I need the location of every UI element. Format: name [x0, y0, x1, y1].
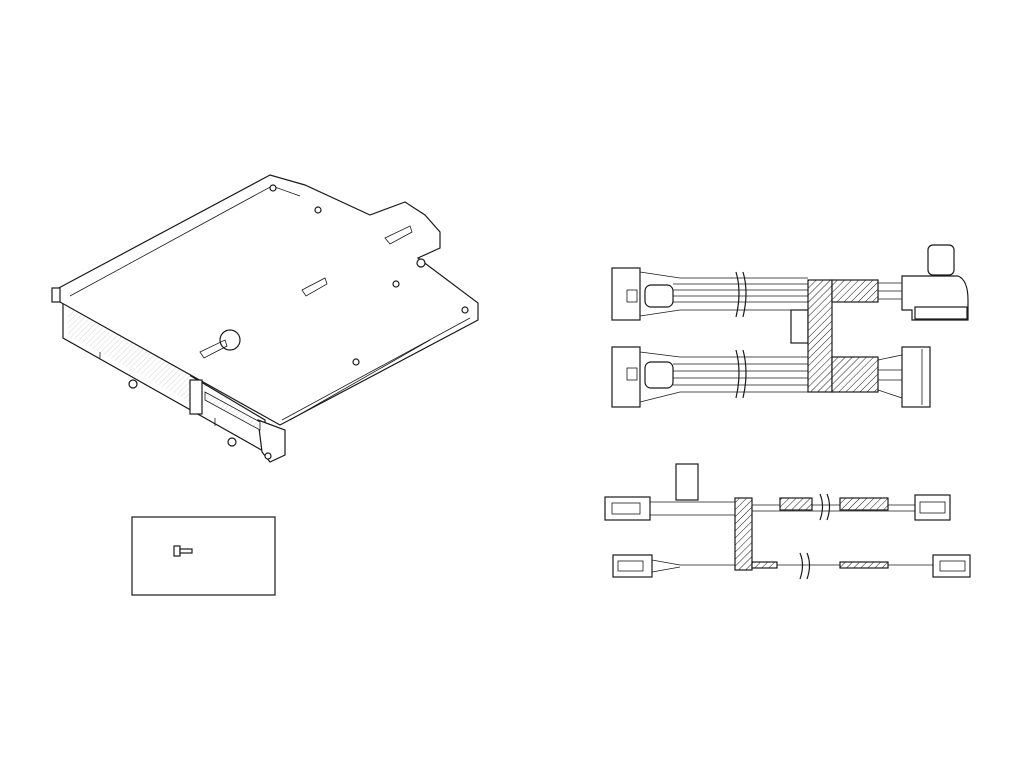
- drive-tray-bracket: [51, 174, 479, 463]
- screw-icon: [173, 545, 193, 557]
- power-cable: [604, 463, 971, 580]
- signal-cable: [611, 244, 969, 408]
- screw-kit: [131, 516, 276, 596]
